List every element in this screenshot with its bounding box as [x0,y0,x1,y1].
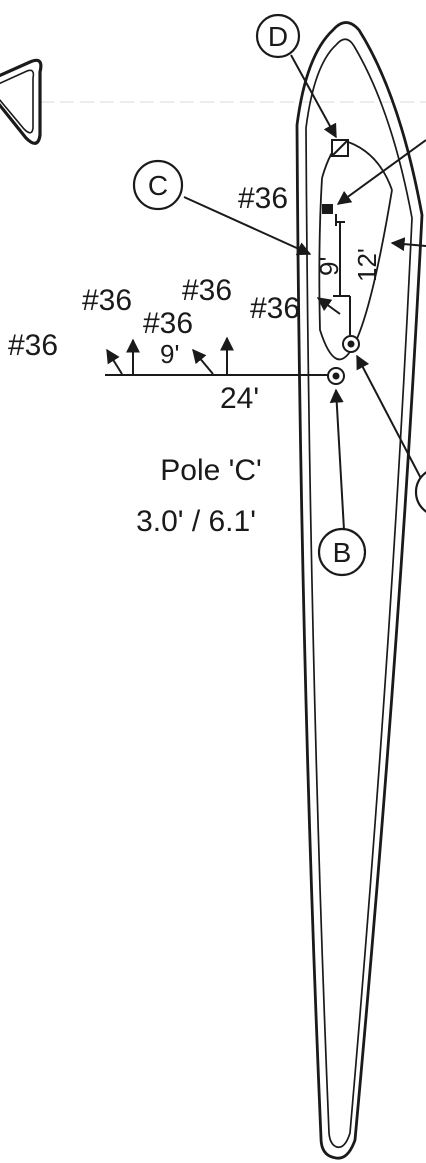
triangular-island [0,58,43,145]
callout-d: D [255,13,301,59]
callout-b: B [317,527,367,577]
sign-label-inner-lower: #36 [250,292,300,325]
callout-e-partial [414,471,426,513]
leader-c [183,196,312,256]
callout-c-label: C [148,170,168,201]
dimension-9-inner: 9' [314,257,344,276]
pole-b-marker [327,367,345,385]
median-island [295,21,424,1160]
nose-curve [318,177,393,361]
callout-d-label: D [268,21,288,52]
sign-label-left-2: #36 [82,284,132,317]
sign-arrow-3 [192,348,214,375]
leader-upper-right [336,139,426,205]
sign-arrow-1 [106,348,123,375]
sign-small-square [322,204,333,214]
leader-e [356,354,426,489]
dimension-12-inner: 12' [352,248,382,282]
pole-name: Pole 'C' [160,454,262,487]
dimension-24: 24' [220,382,259,415]
dimension-9-left: 9' [160,339,179,369]
leader-d [290,54,337,139]
pole-clearance: 3.0' / 6.1' [136,505,256,538]
sign-label-left-1: #36 [8,329,58,362]
leader-right-mid [390,237,426,252]
callout-c: C [132,159,184,211]
island-inner-outline [305,38,413,1149]
island-outer-outline [295,21,424,1160]
pole-e-marker [342,335,360,353]
sign-label-inner-upper: #36 [238,182,288,215]
sign-d-square [331,139,349,157]
inner-sign-arrow-lower [316,297,341,315]
inner-dimension [333,221,351,335]
sign-label-left-4: #36 [182,274,232,307]
callout-b-label: B [333,537,352,568]
leader-b [329,388,345,531]
sign-label-left-3: #36 [143,307,193,340]
